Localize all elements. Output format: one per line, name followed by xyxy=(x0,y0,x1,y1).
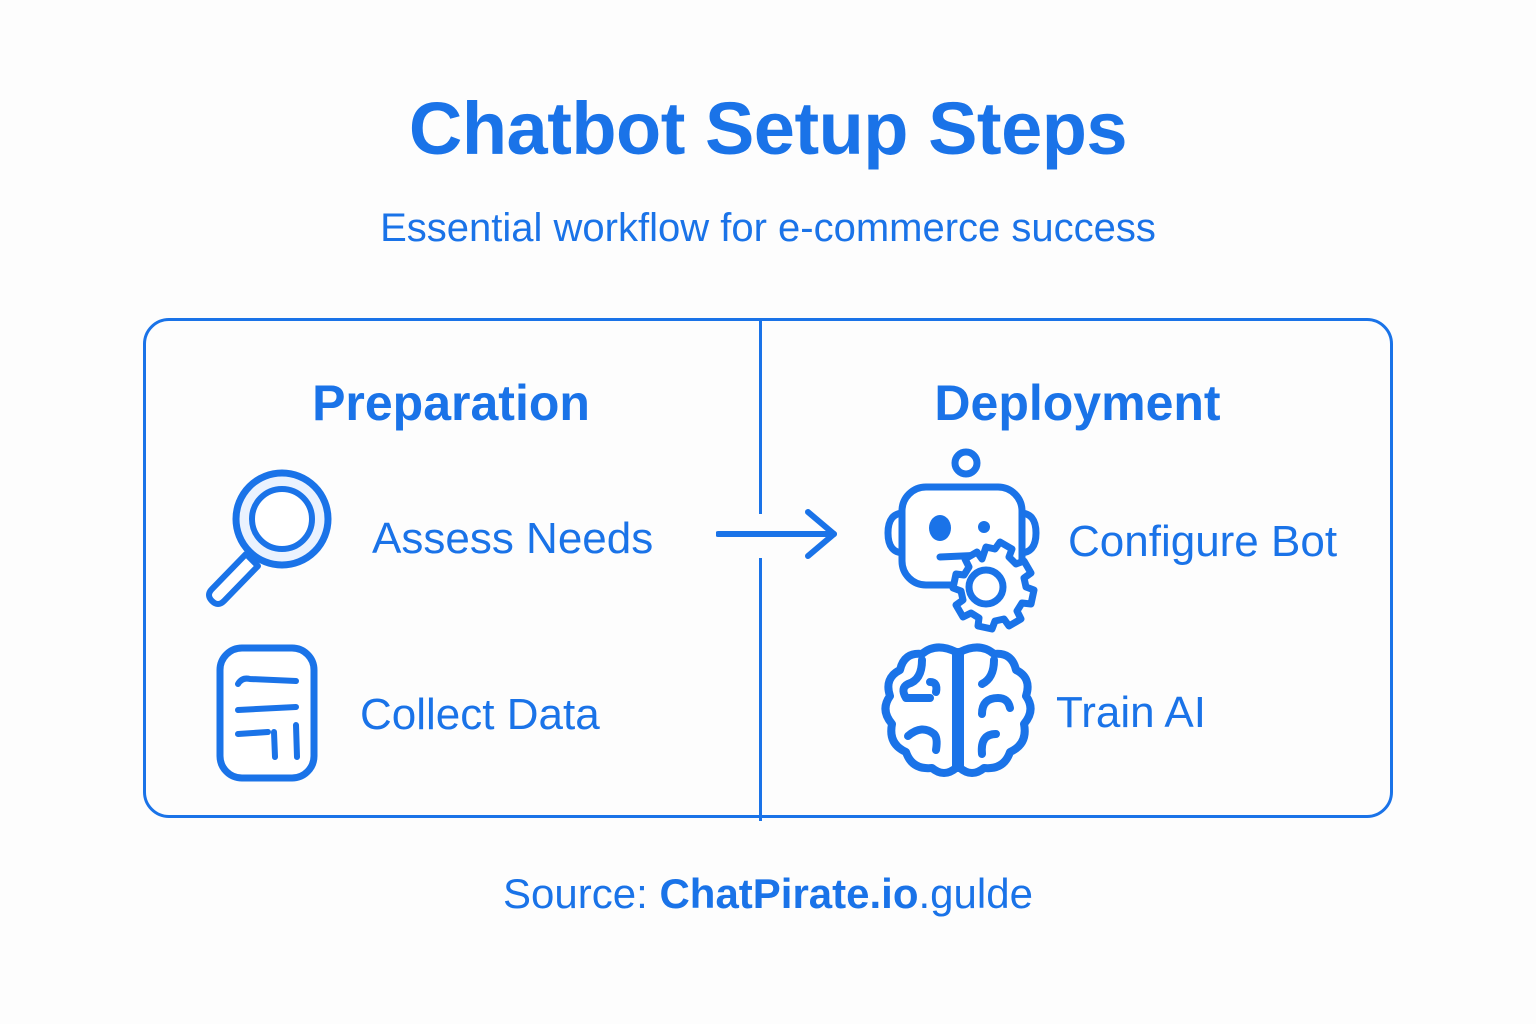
step-item-collect-data[interactable]: Collect Data xyxy=(196,640,696,790)
magnifying-glass-icon xyxy=(196,467,346,612)
robot-gear-icon xyxy=(878,445,1050,640)
step-label-collect-data: Collect Data xyxy=(360,690,600,739)
arrow-right-icon xyxy=(715,506,844,562)
step-item-train-ai[interactable]: Train AI xyxy=(878,638,1388,788)
column-divider-upper xyxy=(759,318,762,514)
step-label-assess-needs: Assess Needs xyxy=(372,514,654,563)
steps-card xyxy=(143,318,1393,818)
page-subtitle: Essential workflow for e-commerce succes… xyxy=(380,206,1156,250)
page-title: Chatbot Setup Steps xyxy=(408,87,1128,170)
step-label-configure-bot: Configure Bot xyxy=(1068,517,1338,566)
column-divider-lower xyxy=(759,558,762,821)
step-label-train-ai: Train AI xyxy=(1056,688,1206,737)
source-suffix-label: .gulde xyxy=(918,870,1033,917)
source-credit: Source: ChatPirate.io.gulde xyxy=(0,873,1536,915)
source-prefix-label: Source: xyxy=(503,870,660,917)
column-heading-preparation: Preparation xyxy=(312,375,590,431)
source-brand-label: ChatPirate.io xyxy=(659,870,919,917)
brain-icon xyxy=(878,640,1038,787)
step-item-configure-bot[interactable]: Configure Bot xyxy=(878,448,1388,632)
column-heading-deployment: Deployment xyxy=(934,375,1221,431)
document-report-icon xyxy=(196,640,334,791)
step-item-assess-needs[interactable]: Assess Needs xyxy=(196,469,696,607)
